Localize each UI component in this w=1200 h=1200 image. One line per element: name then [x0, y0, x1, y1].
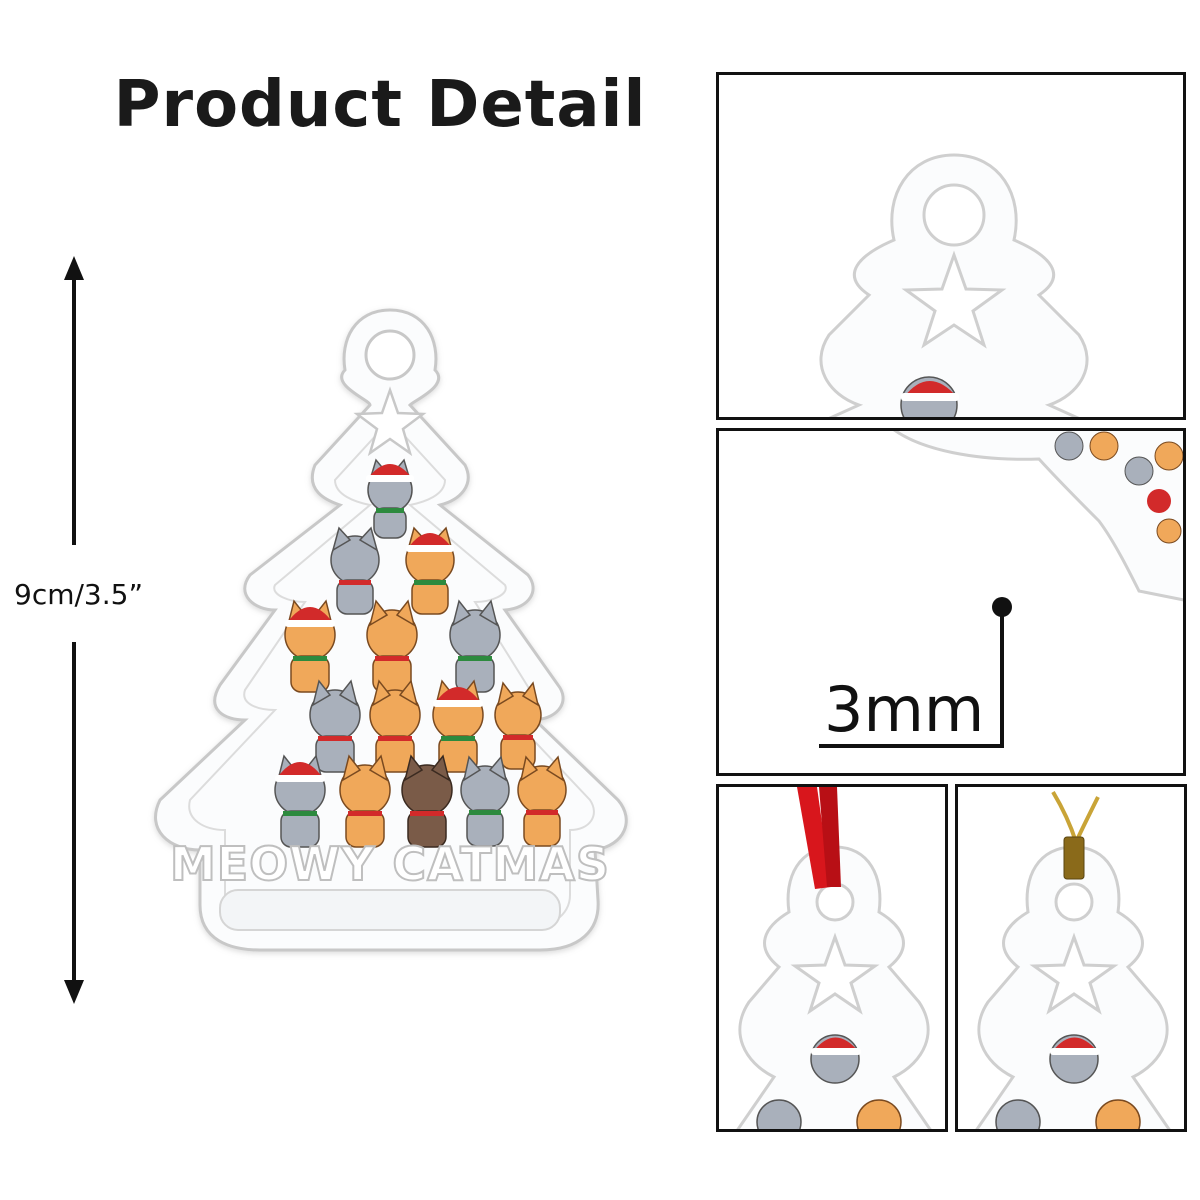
ornament-main: MEOWY CATMAS [154, 308, 628, 952]
dimension-arrow [64, 256, 84, 1004]
ornament-ribbon-closeup [736, 787, 932, 1129]
detail-panel-top [716, 72, 1186, 420]
star-cutout [353, 386, 427, 457]
ornament-top-closeup [819, 153, 1089, 417]
detail-panel-gold-string [955, 784, 1187, 1132]
ornament-string-closeup [975, 790, 1171, 1129]
page-title: Product Detail [113, 68, 647, 142]
detail-panel-thickness: 3mm [716, 428, 1186, 776]
cat-pyramid [274, 458, 567, 848]
size-label: 9cm/3.5” [14, 578, 143, 611]
detail-panel-ribbon [716, 784, 948, 1132]
ornament-text: MEOWY CATMAS [170, 837, 610, 891]
thickness-label: 3mm [824, 673, 985, 746]
ornament-edge-closeup [819, 431, 1183, 748]
